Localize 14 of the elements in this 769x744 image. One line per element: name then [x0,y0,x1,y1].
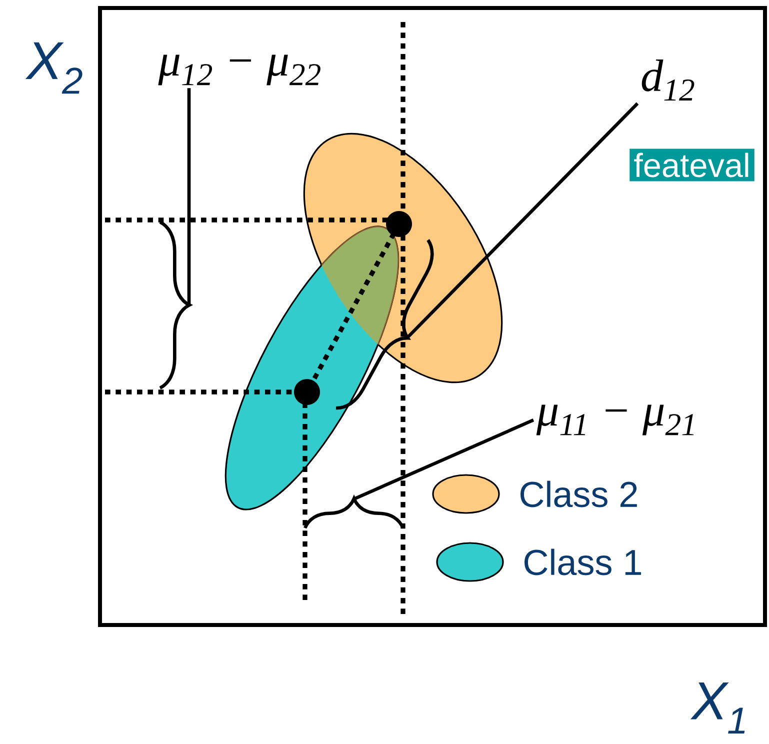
axis-label: X$_{1}$ [690,682,745,734]
formula-label: d$_{12}$ [642,59,694,101]
formula-label: μ$_{11}$ − μ$_{21}$ [536,404,694,436]
brace [304,497,404,529]
formula-label: μ$_{12}$ − μ$_{22}$ [158,54,320,86]
legend-label: Class 2 [520,480,637,508]
legend-label: Class 1 [524,548,641,576]
leader-line [353,418,534,501]
axis-label: X$_{2}$ [25,42,82,94]
brace [159,220,191,390]
brace [336,239,434,410]
leader-line [406,102,639,340]
leader-line [187,88,191,305]
tag-label: feateval [630,148,754,182]
